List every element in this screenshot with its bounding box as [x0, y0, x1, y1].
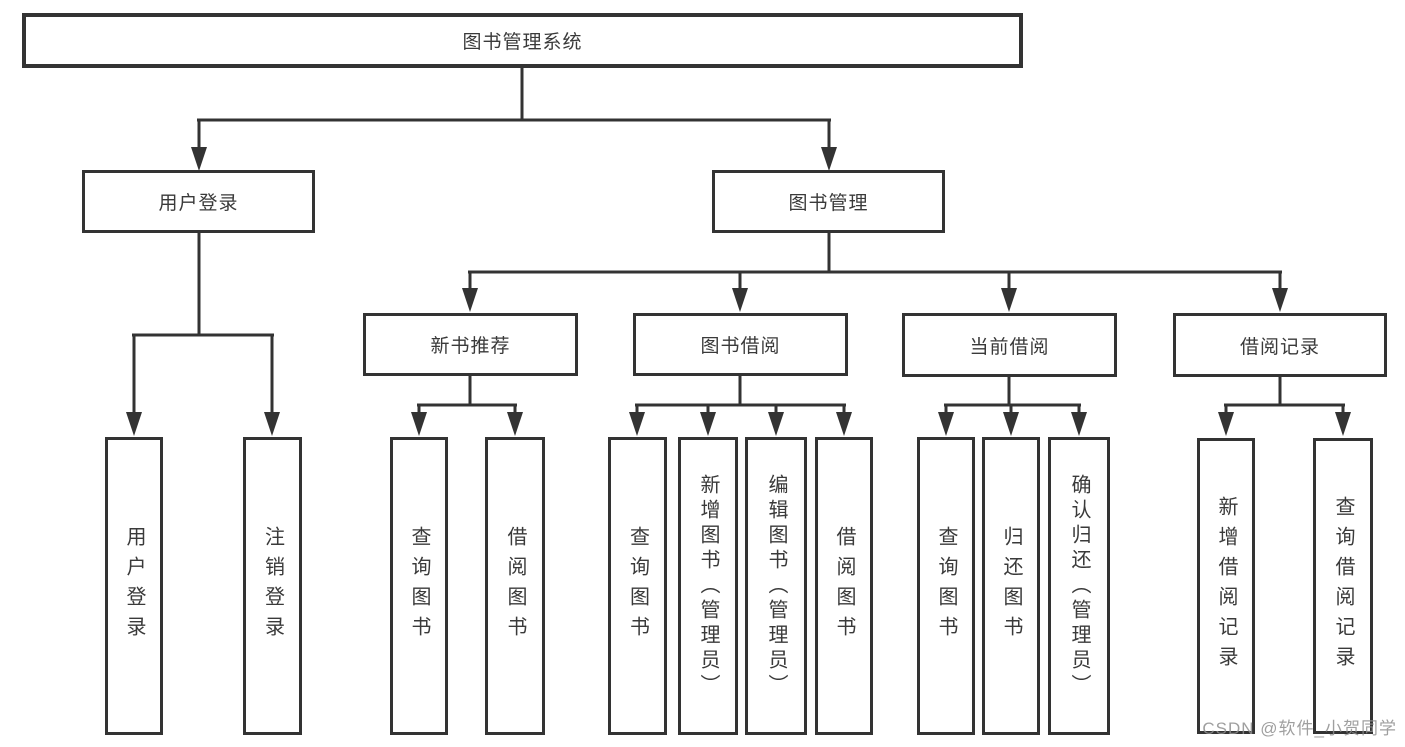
- node-user-login-branch: 用户登录: [82, 170, 315, 233]
- node-query-books-borrow: 查询图书: [608, 437, 667, 735]
- node-new-book-recommend: 新书推荐: [363, 313, 578, 376]
- node-query-books-current: 查询图书: [917, 437, 975, 735]
- node-logout: 注销登录: [243, 437, 302, 735]
- node-add-book-admin-label: 新增图书（管理员）: [697, 473, 719, 699]
- arrowheads: [126, 147, 1351, 436]
- node-user-login-label: 用户登录: [123, 526, 145, 646]
- node-add-borrow-record-label: 新增借阅记录: [1215, 496, 1237, 676]
- node-new-book-recommend-label: 新书推荐: [430, 336, 511, 357]
- node-borrow-books-recommend-label: 借阅图书: [504, 526, 526, 646]
- node-borrow-books: 借阅图书: [815, 437, 873, 735]
- node-library-system: 图书管理系统: [22, 13, 1023, 68]
- node-query-books-recommend-label: 查询图书: [408, 526, 430, 646]
- node-current-borrowing: 当前借阅: [902, 313, 1117, 377]
- node-confirm-return-admin-label: 确认归还（管理员）: [1068, 473, 1090, 699]
- node-user-login: 用户登录: [105, 437, 163, 735]
- node-add-book-admin: 新增图书（管理员）: [678, 437, 738, 735]
- node-confirm-return-admin: 确认归还（管理员）: [1048, 437, 1110, 735]
- node-library-system-label: 图书管理系统: [462, 32, 583, 53]
- node-add-borrow-record: 新增借阅记录: [1197, 438, 1255, 734]
- node-borrow-books-label: 借阅图书: [833, 526, 855, 646]
- node-borrowing-records-label: 借阅记录: [1239, 336, 1320, 358]
- node-query-books-current-label: 查询图书: [935, 526, 957, 646]
- node-book-management: 图书管理: [712, 170, 945, 233]
- node-return-book: 归还图书: [982, 437, 1040, 735]
- connector-paths: [132, 68, 1345, 415]
- node-query-borrow-record-label: 查询借阅记录: [1332, 496, 1354, 676]
- node-borrowing-records: 借阅记录: [1173, 313, 1387, 377]
- node-book-management-label: 图书管理: [788, 193, 869, 214]
- node-book-borrowing: 图书借阅: [633, 313, 848, 376]
- node-query-books-recommend: 查询图书: [390, 437, 448, 735]
- watermark: CSDN @软件_小贺同学: [1202, 719, 1397, 738]
- node-book-borrowing-label: 图书借阅: [700, 336, 781, 357]
- node-query-borrow-record: 查询借阅记录: [1313, 438, 1373, 734]
- node-return-book-label: 归还图书: [1000, 526, 1022, 646]
- node-borrow-books-recommend: 借阅图书: [485, 437, 545, 735]
- node-user-login-branch-label: 用户登录: [158, 193, 239, 214]
- node-logout-label: 注销登录: [261, 526, 284, 646]
- node-edit-book-admin: 编辑图书（管理员）: [745, 437, 807, 735]
- node-current-borrowing-label: 当前借阅: [969, 336, 1050, 358]
- node-edit-book-admin-label: 编辑图书（管理员）: [765, 473, 787, 699]
- node-query-books-borrow-label: 查询图书: [626, 526, 649, 646]
